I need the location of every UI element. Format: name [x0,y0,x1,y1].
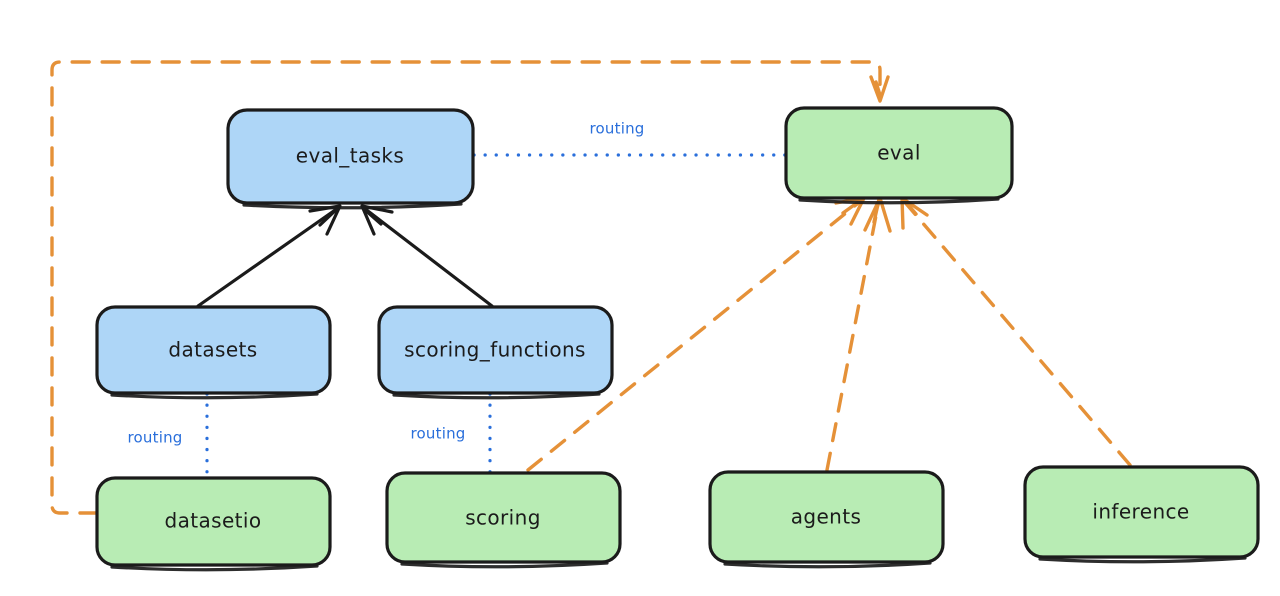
edge-scoring_functions-eval_tasks-arrowbarb [362,207,383,226]
edge-eval_tasks-eval: routing [472,120,788,157]
node-eval-underline [798,197,1000,205]
node-eval_tasks-label: eval_tasks [296,144,404,168]
node-eval_tasks[interactable]: eval_tasks [226,108,475,210]
node-eval_tasks-box [226,108,475,205]
node-inference-underline [1038,556,1247,564]
edge-datasetio-eval-arrowbarb [874,80,882,97]
node-datasets-underline [110,392,319,400]
node-datasetio-box [95,476,332,567]
node-scoring-underline [400,561,609,569]
node-agents-label: agents [791,505,862,529]
edge-scoring_functions-eval_tasks-path [362,206,494,308]
edge-datasetio-eval-path [50,60,882,515]
edge-datasets-eval_tasks [196,204,342,308]
node-scoring_functions[interactable]: scoring_functions [377,305,614,400]
edge-datasets-eval_tasks-arrowhead [308,204,342,236]
edge-scoring-eval-path [526,198,864,472]
edge-datasetio-eval [50,60,890,515]
edge-datasets-datasetio: routing [128,392,209,480]
node-eval-box [784,106,1014,200]
node-scoring-box [385,471,622,564]
node-scoring_functions-label: scoring_functions [404,338,586,362]
node-inference-label: inference [1092,500,1189,524]
node-datasets-box [95,305,332,395]
node-datasetio[interactable]: datasetio [95,476,332,572]
node-eval[interactable]: eval [784,106,1014,205]
node-eval-label: eval [877,141,921,165]
edge-inference-eval [900,196,1132,467]
node-scoring_functions-underline [392,392,601,400]
edge-datasetio-eval-arrowhead [869,75,890,103]
edge-agents-eval-path [825,198,881,472]
node-datasetio-underline [110,564,319,572]
node-agents-box [708,470,945,564]
edge-scoring_functions-scoring: routing [411,392,492,475]
edge-scoring_functions-eval_tasks-arrowhead [360,204,394,236]
edge-label-routing-eval: routing [590,120,645,138]
node-scoring_functions-box [377,305,614,395]
node-eval_tasks-underline [242,202,463,210]
node-datasetio-label: datasetio [164,509,261,533]
node-scoring-label: scoring [465,506,541,530]
edge-datasets-eval_tasks-arrowbarb [318,207,339,227]
node-inference-box [1023,465,1260,559]
edge-scoring_functions-eval_tasks [360,204,494,308]
node-datasets[interactable]: datasets [95,305,332,400]
node-scoring[interactable]: scoring [385,471,622,569]
edge-inference-eval-path [901,198,1132,467]
node-inference[interactable]: inference [1023,465,1260,564]
node-agents[interactable]: agents [708,470,945,569]
edge-label-routing-datasetio: routing [128,429,183,447]
edge-agents-eval [825,196,892,472]
node-datasets-label: datasets [168,338,257,362]
edge-label-routing-scoring: routing [411,425,466,443]
edge-datasets-eval_tasks-path [196,206,340,308]
node-agents-underline [723,561,932,569]
